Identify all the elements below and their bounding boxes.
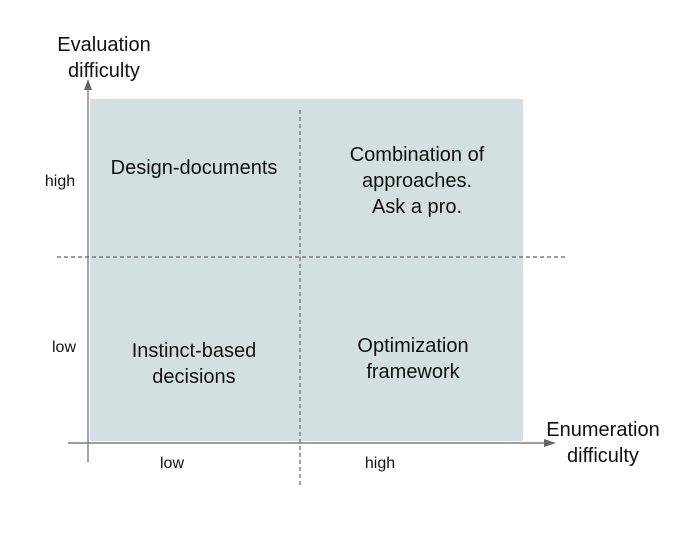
y-axis-arrowhead (84, 79, 92, 90)
quadrant-label-bottom-right: Optimization framework (357, 335, 469, 383)
quadrant-background (90, 99, 523, 441)
x-tick-low: low (159, 455, 184, 472)
quadrant-label-top-left: Design-documents (110, 157, 278, 179)
x-axis-arrowhead (544, 439, 556, 447)
y-tick-low: low (51, 339, 76, 356)
x-tick-high: high (364, 455, 396, 472)
x-axis-title: Enumeration difficulty (546, 419, 660, 467)
quadrant-label-bottom-left: Instinct-based decisions (131, 340, 257, 388)
quadrant-label-top-right: Combination of approaches. Ask a pro. (349, 144, 485, 218)
y-axis-title: Evaluation difficulty (57, 34, 151, 82)
y-tick-high: high (44, 173, 76, 190)
